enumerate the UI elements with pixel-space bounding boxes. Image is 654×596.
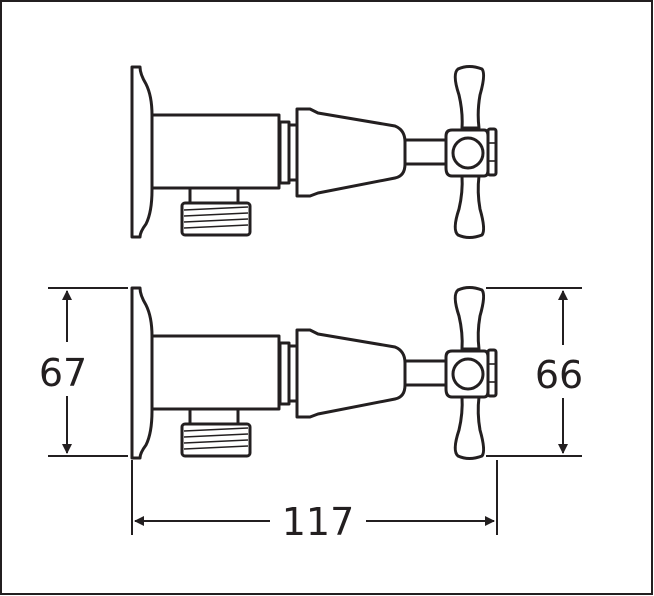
valve-dimensioned-view <box>130 286 498 460</box>
dimension-width: 117 <box>131 460 498 544</box>
dimension-label-67: 67 <box>39 351 87 395</box>
dimension-label-66: 66 <box>535 353 583 397</box>
valve-top-view <box>130 65 498 239</box>
dimension-height-right: 66 <box>486 287 583 457</box>
dimension-height-left: 67 <box>39 287 128 457</box>
dimension-label-117: 117 <box>282 500 355 544</box>
